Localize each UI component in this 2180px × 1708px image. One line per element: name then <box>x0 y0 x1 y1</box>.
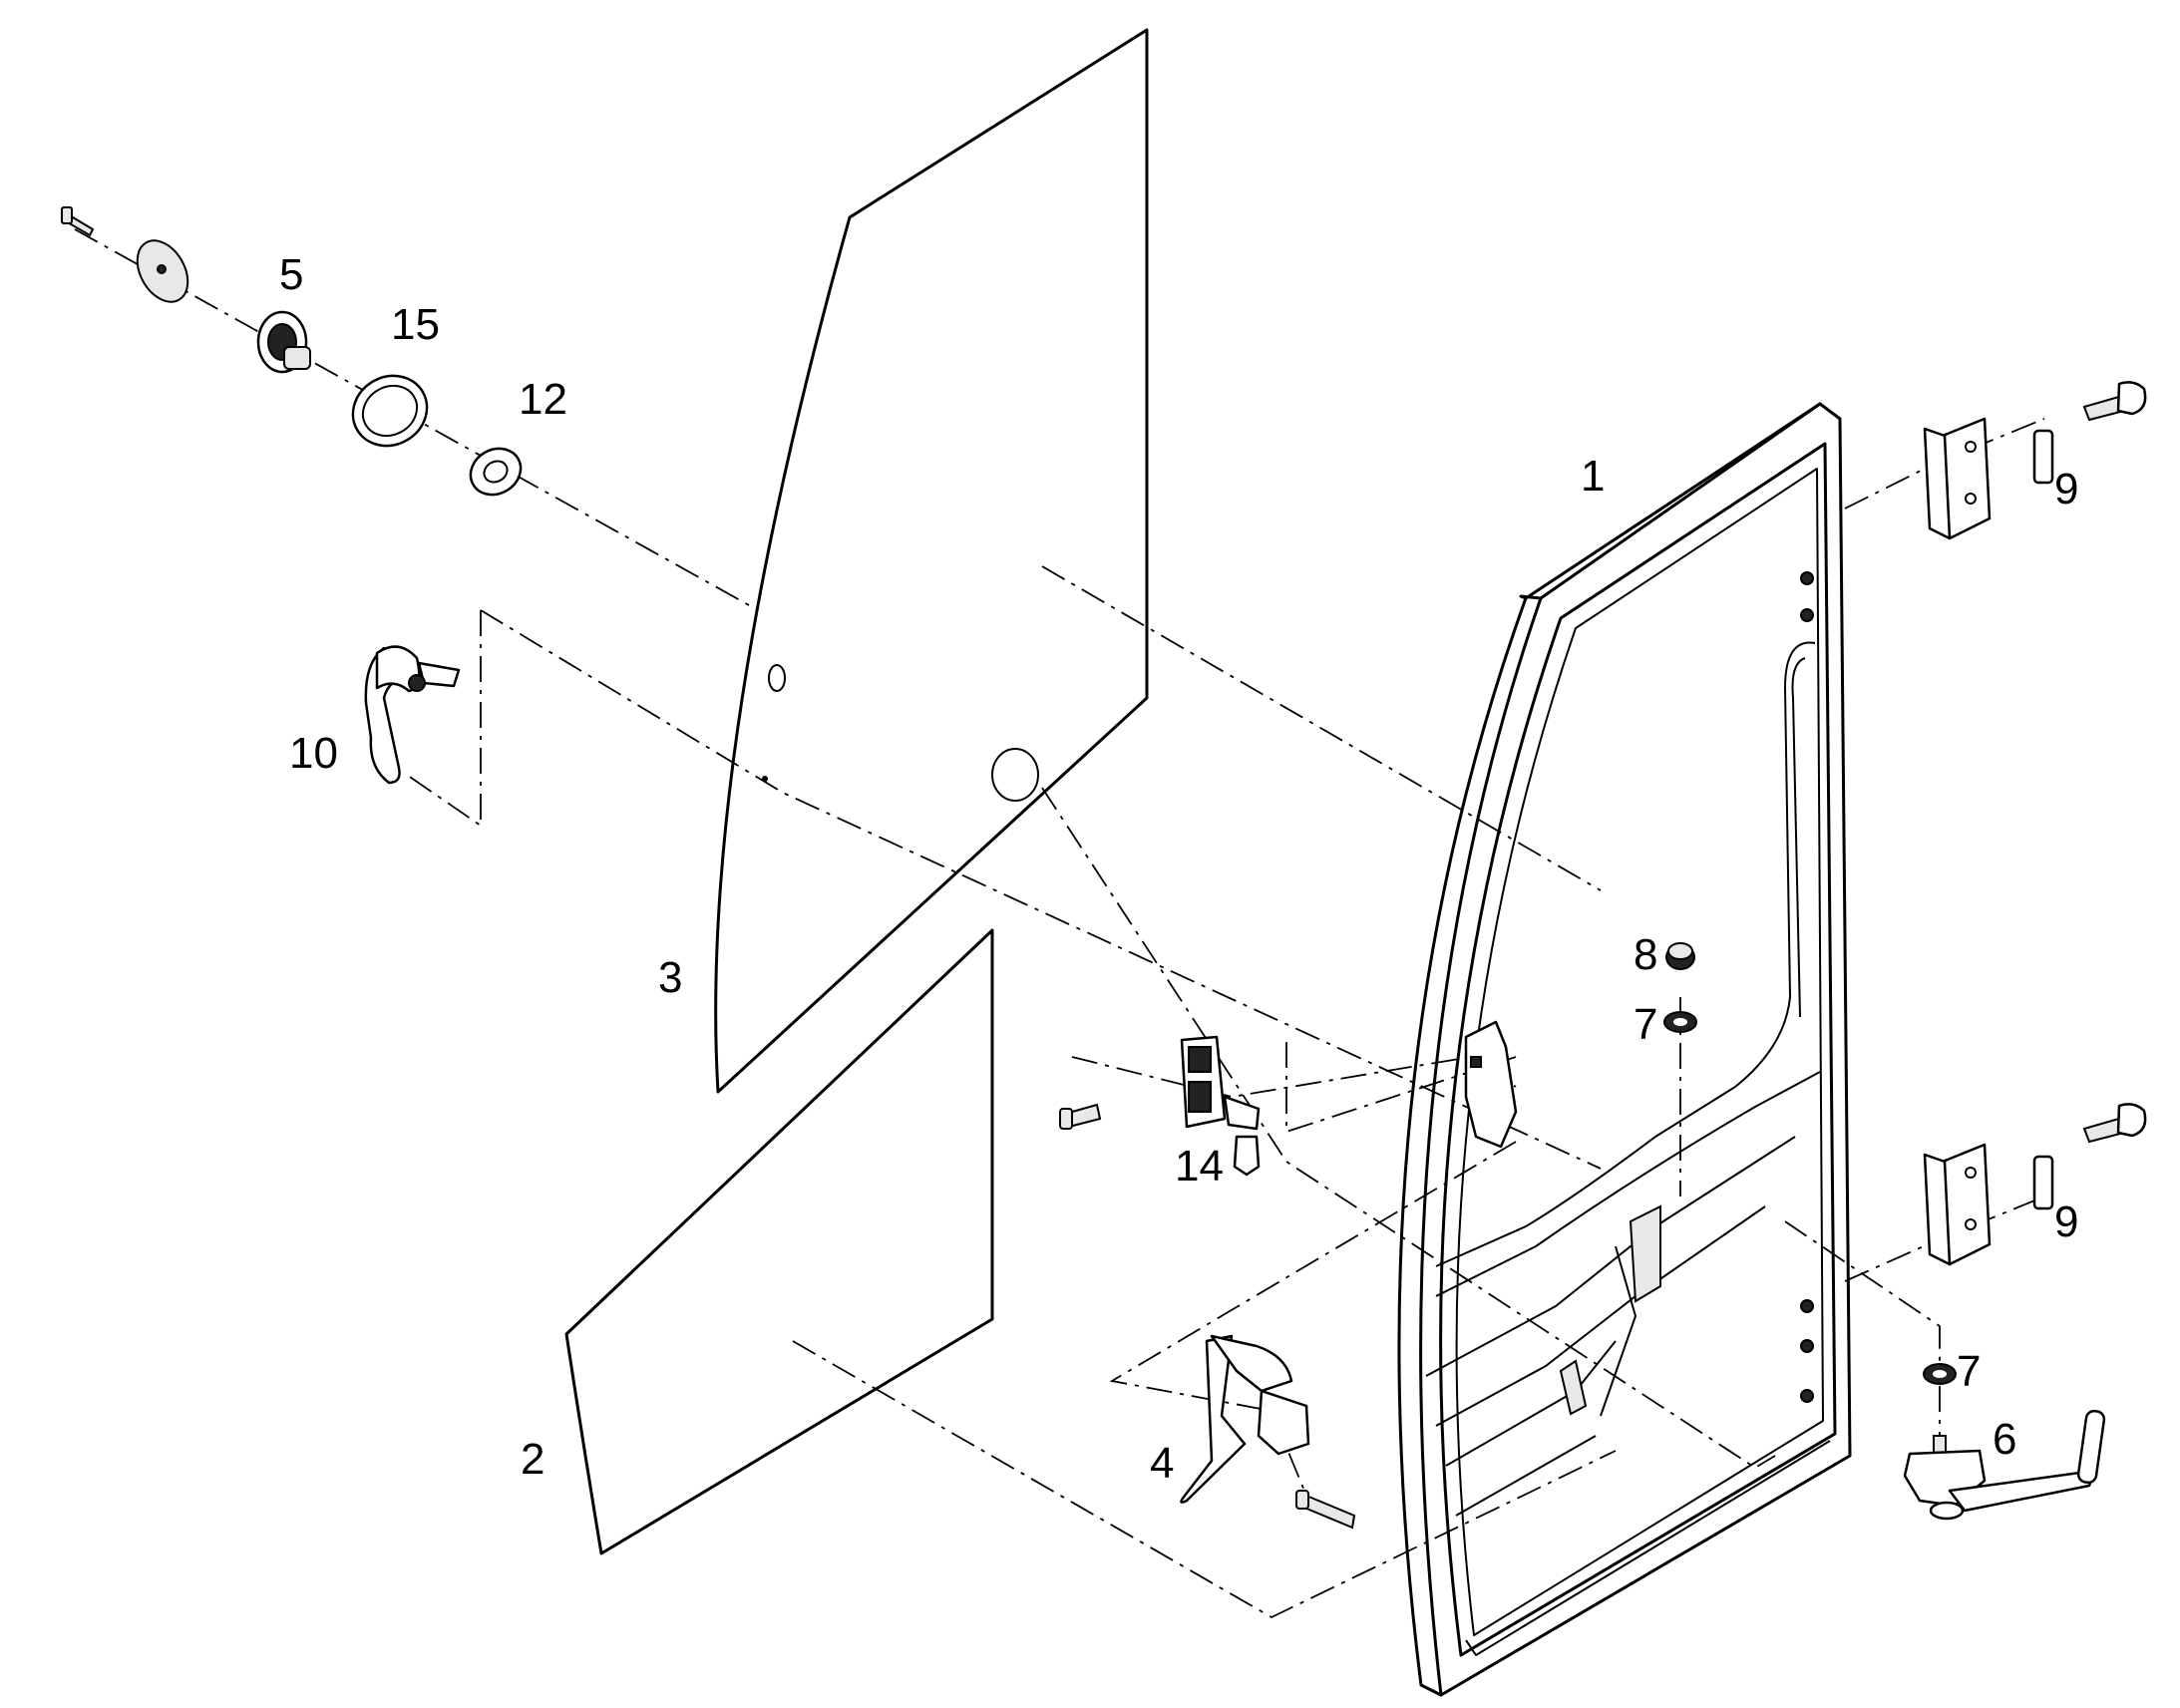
callout-3: 3 <box>658 953 682 1002</box>
callout-8: 8 <box>1634 930 1657 979</box>
callout-7-upper: 7 <box>1634 1000 1657 1049</box>
callout-9-lower: 9 <box>2054 1197 2078 1246</box>
frame-hinge-bracket <box>1464 1020 1518 1149</box>
striker <box>1180 1334 1356 1530</box>
lock-cylinder <box>61 206 311 374</box>
callout-labels: 1 2 3 4 5 6 7 7 8 9 9 10 12 14 15 <box>279 250 2078 1488</box>
glass-latch-hole <box>768 664 786 692</box>
lower-glass-panel <box>564 928 994 1555</box>
callout-9-upper: 9 <box>2054 465 2078 513</box>
door-handle <box>364 645 461 785</box>
door-frame <box>1397 402 1852 1697</box>
glass-handle-hole <box>991 748 1039 802</box>
callout-12: 12 <box>519 375 567 424</box>
callout-6: 6 <box>1993 1415 2016 1464</box>
hinge-lower <box>1923 1103 2147 1266</box>
retaining-plate <box>469 447 523 497</box>
callout-7-lower: 7 <box>1957 1347 1981 1396</box>
glass-pin-hole <box>762 776 768 782</box>
washer-upper <box>1663 1011 1697 1033</box>
seal-ring <box>351 374 429 448</box>
callout-15: 15 <box>391 300 440 349</box>
washer-lower <box>1923 1363 1957 1385</box>
upper-glass-panel <box>714 28 1149 1094</box>
callout-2: 2 <box>521 1435 545 1484</box>
frame-rivets <box>1800 571 1814 1403</box>
callout-1: 1 <box>1581 452 1605 501</box>
callout-5: 5 <box>279 250 303 299</box>
nut <box>1665 942 1695 970</box>
callout-14: 14 <box>1175 1142 1224 1191</box>
door-lock <box>1059 1035 1261 1177</box>
hinge-upper <box>1923 381 2147 540</box>
callout-10: 10 <box>289 729 338 778</box>
callout-4: 4 <box>1150 1439 1174 1488</box>
window-crank <box>1903 1409 2106 1521</box>
